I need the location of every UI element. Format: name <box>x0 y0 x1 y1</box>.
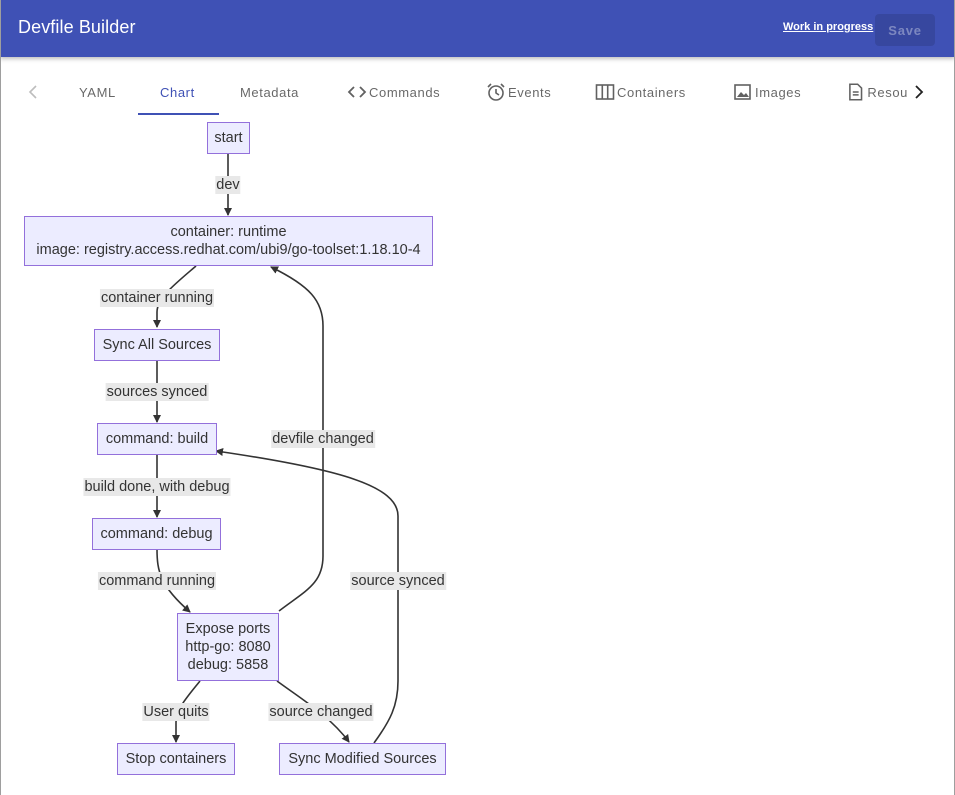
tab-bar: YAML Chart Metadata Commands Events Cont… <box>0 70 955 116</box>
node-container-line1: container: runtime <box>170 224 287 240</box>
work-in-progress-link[interactable]: Work in progress <box>783 21 874 33</box>
node-expose-ports: Expose ports http-go: 8080 debug: 5858 <box>177 613 279 681</box>
edge-label-command-running: command running <box>97 572 217 590</box>
node-sync-mod-label: Sync Modified Sources <box>288 751 437 767</box>
edge-label-container-running: container running <box>99 289 215 307</box>
tab-containers-label: Containers <box>617 84 686 100</box>
tab-metadata[interactable]: Metadata <box>240 70 299 114</box>
scroll-left-icon[interactable] <box>26 84 40 105</box>
node-start-label: start <box>214 130 243 146</box>
tab-yaml[interactable]: YAML <box>79 70 116 114</box>
edge-label-source-synced: source synced <box>350 572 446 590</box>
edge-label-source-changed: source changed <box>268 703 374 721</box>
node-build-label: command: build <box>105 431 209 447</box>
node-expose-line2: http-go: 8080 <box>185 639 271 655</box>
node-stop-label: Stop containers <box>125 751 227 767</box>
app-bar: Devfile Builder Work in progress Save <box>0 0 955 57</box>
image-icon <box>734 84 751 100</box>
document-icon <box>849 83 863 101</box>
edge-label-devfile-changed: devfile changed <box>271 430 375 448</box>
node-debug-label: command: debug <box>100 526 213 542</box>
node-expose-line1: Expose ports <box>185 621 271 637</box>
tab-yaml-label: YAML <box>79 84 116 100</box>
edge-devfile-changed <box>270 266 324 612</box>
tab-commands-label: Commands <box>369 84 441 100</box>
tab-events-label: Events <box>508 84 552 100</box>
scroll-right-icon[interactable] <box>912 84 926 105</box>
tab-events[interactable]: Events <box>486 70 551 114</box>
app-title: Devfile Builder <box>18 17 136 37</box>
edge-source-synced <box>215 448 399 744</box>
code-icon <box>347 86 367 98</box>
flowchart: start container: runtime image: registry… <box>0 116 955 795</box>
tab-resources[interactable]: Resou <box>846 70 908 114</box>
node-stop-containers: Stop containers <box>117 743 235 775</box>
node-container-runtime: container: runtime image: registry.acces… <box>24 216 433 266</box>
tab-metadata-label: Metadata <box>240 84 300 100</box>
alarm-clock-icon <box>487 83 505 101</box>
node-sync-all-label: Sync All Sources <box>102 337 212 353</box>
node-sync-modified-sources: Sync Modified Sources <box>279 743 446 775</box>
tab-containers[interactable]: Containers <box>595 70 686 114</box>
tab-images-label: Images <box>755 84 802 100</box>
node-start: start <box>207 122 250 154</box>
tab-chart-label: Chart <box>160 84 195 100</box>
save-button[interactable]: Save <box>875 14 935 46</box>
edge-label-sources-synced: sources synced <box>105 383 209 401</box>
node-command-debug: command: debug <box>92 518 221 550</box>
edge-label-dev: dev <box>215 176 241 194</box>
edge-label-build-done: build done, with debug <box>83 478 231 496</box>
active-tab-indicator <box>138 113 219 115</box>
tab-chart[interactable]: Chart <box>160 70 195 114</box>
node-sync-all-sources: Sync All Sources <box>94 329 220 361</box>
tab-resources-label: Resou <box>867 84 908 100</box>
tab-commands[interactable]: Commands <box>347 70 440 114</box>
node-expose-line3: debug: 5858 <box>187 657 269 673</box>
columns-icon <box>595 84 615 100</box>
edge-label-user-quits: User quits <box>142 703 210 721</box>
tab-images[interactable]: Images <box>733 70 801 114</box>
node-command-build: command: build <box>97 423 217 455</box>
node-container-line2: image: registry.access.redhat.com/ubi9/g… <box>36 242 421 258</box>
